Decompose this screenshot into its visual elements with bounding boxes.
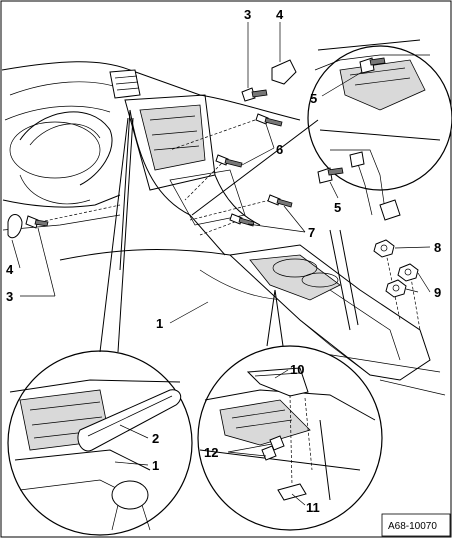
detail-circle-top-right	[307, 39, 452, 221]
callout-6: 6	[276, 142, 283, 157]
callout-1-detail: 1	[152, 458, 159, 473]
dashboard-drawing	[1, 61, 446, 396]
reference-box	[381, 513, 451, 537]
screw-6-set	[215, 113, 283, 168]
nut-8	[373, 239, 395, 258]
callout-8: 8	[434, 240, 441, 255]
callout-11: 11	[306, 500, 320, 515]
left-cover-4	[7, 214, 49, 239]
nut-9-set	[385, 263, 419, 298]
callout-10: 10	[290, 362, 304, 377]
callout-4-left: 4	[6, 262, 14, 277]
screw-3-set	[241, 87, 268, 102]
clip-4-upper	[271, 59, 297, 85]
callout-1-main: 1	[156, 316, 163, 331]
detail-circle-bottom-right	[197, 345, 383, 531]
callout-2: 2	[152, 431, 159, 446]
reference-code: A68-10070	[388, 521, 437, 532]
detail-circle-bottom-left	[7, 350, 193, 536]
callout-7: 7	[308, 225, 315, 240]
callout-5-lower: 5	[334, 200, 341, 215]
callout-5-top: 5	[310, 91, 317, 106]
detail-leader-lines	[99, 117, 319, 353]
callout-4-top: 4	[276, 7, 284, 22]
callout-leaders	[11, 22, 431, 506]
callout-3-left: 3	[6, 289, 13, 304]
callout-3-top: 3	[244, 7, 251, 22]
callout-9: 9	[434, 285, 441, 300]
callout-12: 12	[204, 445, 218, 460]
